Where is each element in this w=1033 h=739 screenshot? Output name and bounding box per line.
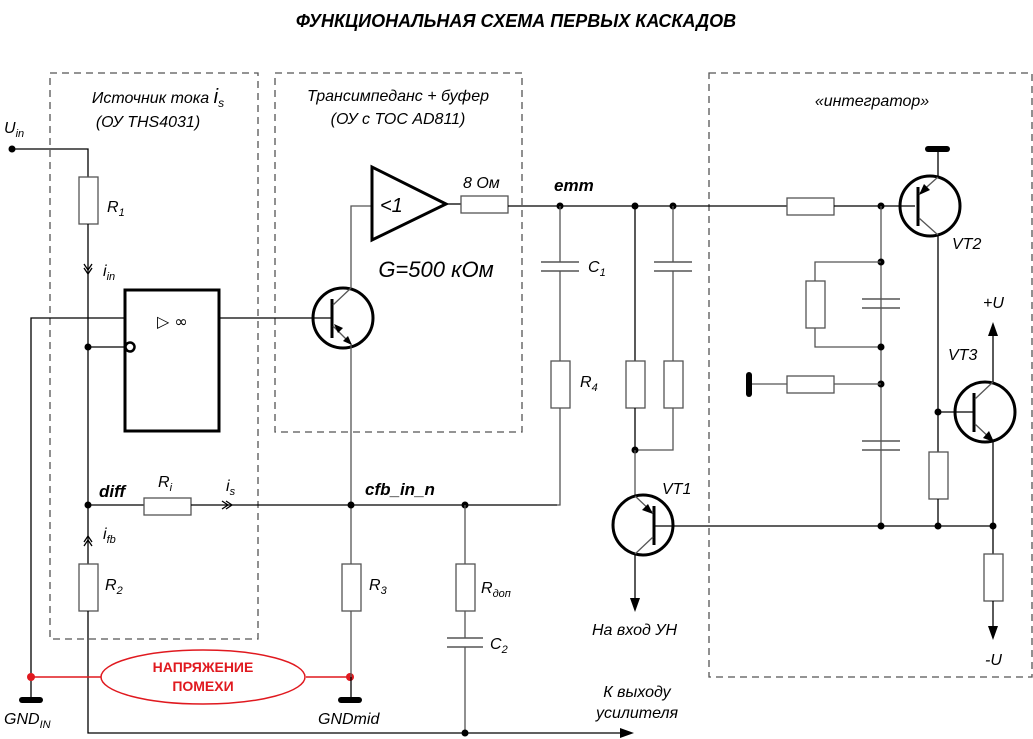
current-source-part: (ОУ THS4031) — [96, 114, 200, 131]
ri-label: Ri — [158, 474, 173, 494]
wire-amp-output-line — [87, 611, 620, 734]
gnd-in-label: GNDIN — [4, 711, 51, 731]
arrow-plus-u — [988, 322, 998, 336]
to-amp-output-label-2: усилителя — [595, 705, 679, 722]
u-in-label: Uin — [4, 120, 24, 140]
transistor-input-collector — [332, 287, 352, 306]
r-out-label: 8 Ом — [463, 175, 500, 192]
r2-label: R2 — [105, 577, 123, 597]
junction — [84, 343, 92, 351]
current-source-label: Источник тока is — [92, 86, 224, 110]
noise-voltage-ellipse — [100, 649, 306, 705]
current-arrow-is-2 — [225, 500, 234, 510]
resistor-vt2-load — [928, 451, 949, 500]
opamp-ths4031 — [123, 288, 221, 433]
transimpedance-label: Трансимпеданс + буфер — [307, 88, 489, 105]
cfb-label: cfb_in_n — [365, 480, 435, 499]
gnd-mid-label: GNDmid — [318, 711, 380, 728]
buffer-gain-label: <1 — [380, 195, 403, 217]
arrow-minus-u — [988, 626, 998, 640]
junction-cfb — [347, 501, 355, 509]
vt3-emitter-arrow — [983, 431, 994, 442]
wire-branch-2-join — [635, 408, 674, 451]
resistor-branch-1 — [625, 360, 646, 409]
inverting-input-bubble — [124, 341, 136, 353]
i-s-label: is — [226, 478, 236, 498]
resistor-integrator-in — [786, 197, 835, 216]
diagram-title: ФУНКЦИОНАЛЬНАЯ СХЕМА ПЕРВЫХ КАСКАДОВ — [296, 11, 736, 31]
noise-node-gnd-in — [27, 673, 35, 681]
to-amp-output-label-1: К выходу — [603, 684, 671, 701]
resistor-r4 — [550, 360, 571, 409]
junction-int-bottom — [877, 522, 885, 530]
vt2-emitter-arrow — [919, 184, 930, 195]
i-in-label: iin — [103, 263, 115, 283]
vt2-collector-line — [918, 217, 939, 236]
resistor-8-ohm — [460, 195, 509, 214]
r1-label: R1 — [107, 199, 125, 219]
transistor-vt2 — [898, 174, 962, 238]
i-fb-label: ifb — [103, 526, 116, 546]
vt1-label: VT1 — [662, 481, 691, 498]
block-current-source — [49, 72, 259, 640]
wire-noninverting-gndin — [30, 317, 125, 677]
junction-int-2 — [877, 343, 885, 351]
resistor-r-dop — [455, 563, 476, 612]
wire-int-res-2 — [814, 328, 881, 348]
c1-label: C1 — [588, 259, 606, 279]
emitter-arrow-up — [334, 324, 343, 333]
resistor-minus-u — [983, 553, 1004, 602]
vt2-label: VT2 — [952, 236, 981, 253]
resistor-r1 — [78, 176, 99, 225]
wire-r4-cfb — [557, 408, 561, 506]
transimpedance-part: (ОУ с ТОС AD811) — [331, 111, 466, 128]
to-un-label: На вход УН — [592, 622, 677, 639]
wire-to-buffer — [350, 205, 372, 288]
wire-int-res — [814, 261, 881, 281]
junction-vt3-emitter — [989, 522, 997, 530]
resistor-r2 — [78, 563, 99, 612]
noise-label-2: ПОМЕХИ — [172, 678, 233, 694]
plus-u-label: +U — [983, 295, 1004, 312]
transistor-vt1 — [611, 493, 675, 557]
arrow-to-un — [630, 598, 640, 612]
arrow-to-amp-output — [620, 728, 634, 738]
resistor-integrator-1 — [805, 280, 826, 329]
vt1-collector-line — [634, 536, 654, 555]
noise-label-1: НАПРЯЖЕНИЕ — [153, 659, 254, 675]
vt1-emitter-arrow — [642, 504, 653, 514]
resistor-integrator-gnd — [786, 375, 835, 394]
wire-uin — [12, 148, 89, 177]
resistor-branch-2 — [663, 360, 684, 409]
minus-u-label: -U — [985, 652, 1002, 669]
block-integrator — [708, 72, 1033, 678]
vt3-label: VT3 — [948, 347, 977, 364]
diff-label: diff — [99, 482, 127, 501]
resistor-r3 — [341, 563, 362, 612]
current-arrow-iin-2 — [83, 267, 93, 276]
noise-node-gnd-mid — [346, 673, 354, 681]
r3-label: R3 — [369, 577, 388, 597]
resistor-ri — [143, 497, 192, 516]
emm-label: emm — [554, 176, 594, 195]
current-arrow-iin — [83, 263, 93, 272]
emitter-arrow-down — [343, 336, 352, 345]
buffer-amplifier — [370, 164, 450, 243]
r-dop-label: Rдоп — [481, 580, 511, 600]
block-transimpedance — [274, 72, 523, 433]
r4-label: R4 — [580, 374, 598, 394]
integrator-label: «интегратор» — [815, 93, 929, 110]
c2-label: C2 — [490, 636, 508, 656]
current-arrow-is — [221, 500, 230, 510]
junction-vt2-load — [934, 522, 942, 530]
gain-label: G=500 кОм — [378, 257, 493, 282]
junction-out — [461, 729, 469, 737]
opamp-symbol: ▷ ∞ — [157, 312, 188, 331]
vt3-collector-line — [974, 381, 994, 400]
